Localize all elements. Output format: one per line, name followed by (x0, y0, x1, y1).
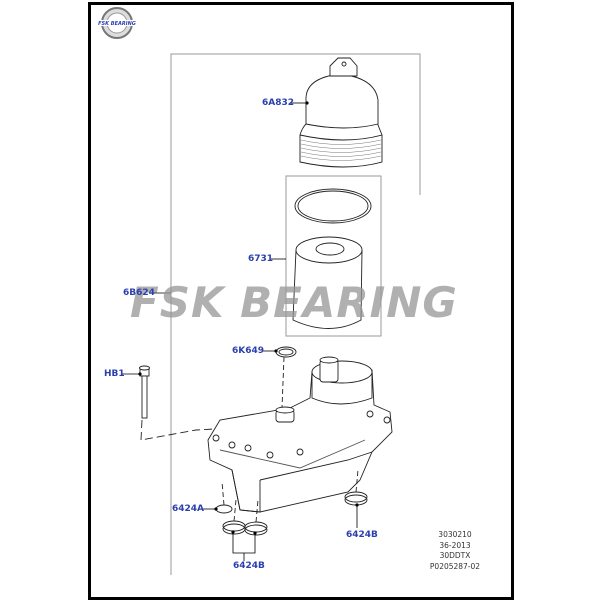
filter-element-box (285, 175, 382, 337)
ref-line-4: P0205287-02 (429, 561, 481, 571)
ref-line-2: 36-2013 (439, 540, 471, 550)
callout-6424a: 6424A (172, 504, 205, 514)
filter-housing (207, 356, 393, 513)
callout-6k649: 6K649 (232, 346, 265, 356)
housing-group-outline (170, 53, 421, 575)
filter-element (292, 236, 363, 329)
leader-lines (122, 101, 359, 561)
callout-hb1: HB1 (104, 369, 125, 379)
callout-6731: 6731 (248, 254, 274, 264)
ref-line-3: 30DDTX (439, 551, 471, 560)
callout-6b624: 6B624 (123, 288, 155, 298)
callout-6424b-pair: 6424B (233, 561, 265, 571)
fsk-bearing-logo: FSK BEARING (98, 6, 136, 40)
bearing-logo-icon: FSK BEARING (98, 7, 136, 39)
filter-cap (299, 57, 383, 168)
ref-line-1: 3030210 (438, 530, 472, 539)
seals (215, 469, 368, 536)
svg-text:FSK BEARING: FSK BEARING (98, 21, 136, 27)
filter-oring-large (294, 188, 372, 224)
callout-6a832: 6A832 (262, 98, 295, 108)
reference-codes: 3030210 36-2013 30DDTX P0205287-02 (420, 530, 490, 572)
callout-6424b-right: 6424B (346, 530, 378, 540)
bolt (139, 365, 234, 441)
watermark-text: FSK BEARING (130, 278, 458, 327)
small-oring (275, 346, 297, 409)
